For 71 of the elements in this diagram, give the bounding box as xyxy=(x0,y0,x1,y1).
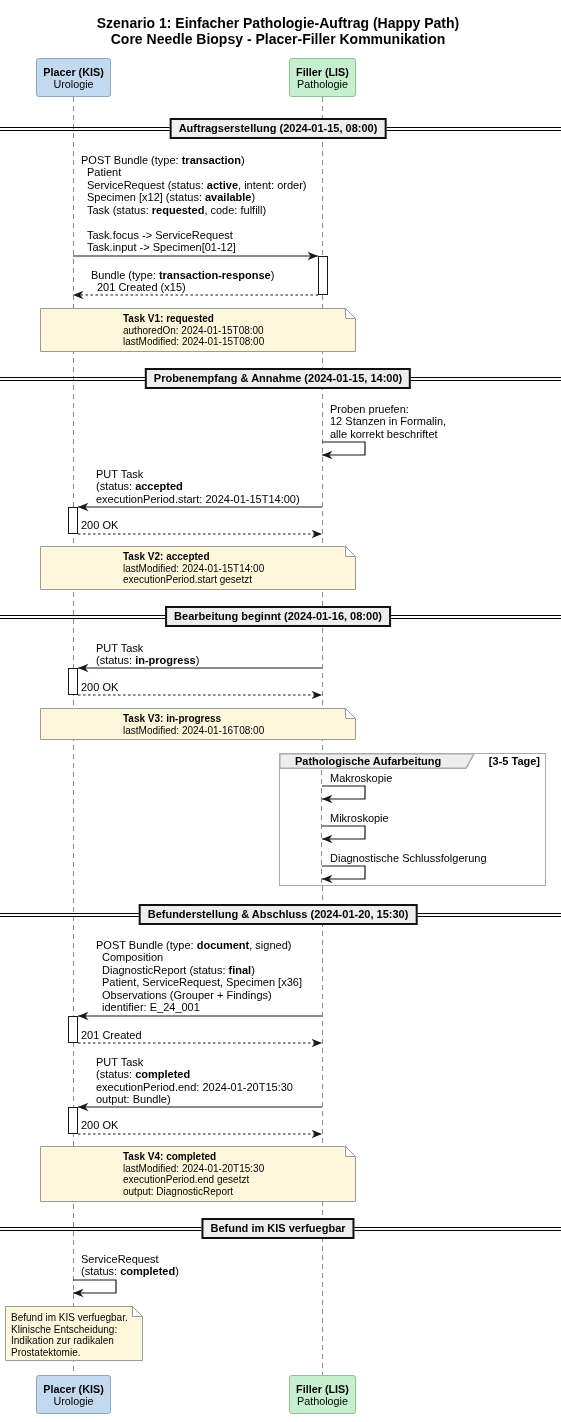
note xyxy=(40,708,356,740)
message-arrow xyxy=(77,663,323,673)
note-text: lastModified: 2024-01-20T15:30 executionPeriod.end gesetzt output: DiagnosticReport xyxy=(123,1162,265,1197)
reply-arrow xyxy=(77,690,323,700)
section-header: Auftragserstellung (2024-01-15, 08:00) xyxy=(169,118,387,139)
participant-box xyxy=(289,1375,356,1414)
activation-bar xyxy=(318,256,328,295)
section-header: Befund im KIS verfuegbar xyxy=(201,1218,355,1239)
lifeline xyxy=(320,769,323,884)
reply-arrow xyxy=(77,529,323,539)
participant-box xyxy=(36,1375,111,1414)
note xyxy=(40,308,356,352)
participant-name: Placer (KIS) xyxy=(42,66,105,78)
participant-department: Pathologie xyxy=(296,78,349,90)
note-text: Befund im KIS verfuegbar. Klinische Entscheidung: Indikation zur radikalen Prostatektomie. xyxy=(11,1312,128,1358)
message-label: 200 OK xyxy=(81,680,119,693)
message-label: 200 OK xyxy=(81,518,119,531)
participant-department: Pathologie xyxy=(296,1395,349,1407)
participant-box xyxy=(289,58,356,97)
note-text: authoredOn: 2024-01-15T08:00 lastModified: 2024-01-15T08:00 xyxy=(123,324,265,348)
message-label: Proben pruefen: 12 Stanzen in Formalin, alle korrekt beschriftet xyxy=(330,402,447,440)
message-arrow xyxy=(77,1102,323,1112)
participant-name: Placer (KIS) xyxy=(42,1383,105,1395)
group-condition: [3-5 Tage] xyxy=(488,755,540,768)
note-text: lastModified: 2024-01-16T08:00 xyxy=(123,724,265,736)
message-label: Mikroskopie xyxy=(330,811,389,824)
self-message-arrow xyxy=(321,825,366,844)
self-message-arrow xyxy=(321,865,366,884)
note-title: Task V2: accepted xyxy=(123,551,210,563)
diagram-title: Szenario 1: Einfacher Pathologie-Auftrag (Happy Path) Core Needle Biopsy - Placer-Filler Kommunikation xyxy=(96,15,460,47)
note xyxy=(5,1306,143,1361)
message-label: 200 OK xyxy=(81,1118,119,1131)
note-title: Task V1: requested xyxy=(123,313,214,325)
note-title: Task V3: in-progress xyxy=(123,713,222,725)
message-label: POST Bundle (type: transaction) Patient ServiceRequest (status: active, intent: order) Specimen [x12] (status: available) Task (status: requested, code: fulfill) Task.focus -> ServiceRequest Task.input -> Specimen[01-12] xyxy=(81,153,307,254)
self-message-arrow xyxy=(321,441,366,460)
participant-department: Urologie xyxy=(52,1395,95,1407)
section-header: Bearbeitung beginnt (2024-01-16, 08:00) xyxy=(165,606,391,627)
activation-bar xyxy=(68,507,78,534)
reply-arrow xyxy=(77,1129,323,1139)
section-header: Befunderstellung & Abschluss (2024-01-20, 15:30) xyxy=(138,904,418,925)
participant-department: Urologie xyxy=(52,78,95,90)
note-text: lastModified: 2024-01-15T14:00 executionPeriod.start gesetzt xyxy=(123,562,265,586)
reply-arrow xyxy=(77,1038,323,1048)
self-message-arrow xyxy=(72,1279,117,1298)
note-title: Task V4: completed xyxy=(123,1151,217,1163)
activation-bar xyxy=(68,668,78,695)
section-header: Probenempfang & Annahme (2024-01-15, 14:00) xyxy=(144,368,412,389)
message-label: ServiceRequest (status: completed) xyxy=(81,1252,179,1278)
reply-arrow xyxy=(72,290,319,300)
message-arrow xyxy=(77,502,323,512)
message-label: Diagnostische Schlussfolgerung xyxy=(330,851,487,864)
participant-name: Filler (LIS) xyxy=(295,1383,350,1395)
message-label: PUT Task (status: in-progress) xyxy=(96,641,200,667)
message-arrow xyxy=(72,251,319,261)
self-message-arrow xyxy=(321,785,366,804)
note xyxy=(40,546,356,590)
activation-bar xyxy=(68,1016,78,1043)
message-label: PUT Task (status: accepted executionPeriod.start: 2024-01-15T14:00) xyxy=(96,467,300,505)
message-label: 201 Created xyxy=(81,1028,142,1041)
message-arrow xyxy=(77,1011,323,1021)
note xyxy=(40,1146,356,1202)
participant-name: Filler (LIS) xyxy=(295,66,350,78)
group-frame xyxy=(279,753,546,886)
message-label: PUT Task (status: completed executionPeriod.end: 2024-01-20T15:30 output: Bundle) xyxy=(96,1055,293,1106)
activation-bar xyxy=(68,1107,78,1134)
participant-box xyxy=(36,58,111,97)
group-title: Pathologische Aufarbeitung xyxy=(295,755,442,768)
message-label: POST Bundle (type: document, signed) Composition DiagnosticReport (status: final) Patient, ServiceRequest, Specimen [x36] Observations (Grouper + Findings) identifier: E_24_001 xyxy=(96,938,302,1014)
message-label: Makroskopie xyxy=(330,771,393,784)
message-label: Bundle (type: transaction-response) 201 Created (x15) xyxy=(91,268,275,294)
